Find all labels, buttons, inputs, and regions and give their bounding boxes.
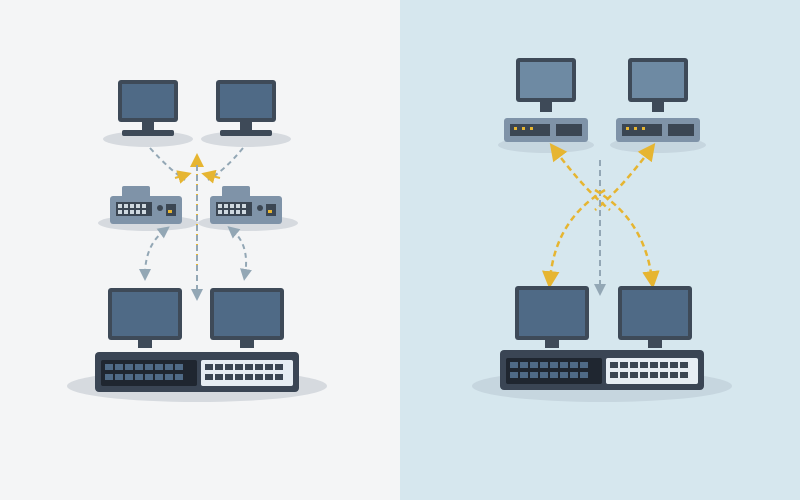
desktop-monitor-icon [628, 58, 688, 112]
network-switch-icon [500, 350, 704, 390]
desktop-monitor-icon [216, 80, 276, 136]
left-diagram-svg [0, 0, 400, 500]
router-device-icon [210, 186, 282, 224]
link-gray [139, 226, 170, 281]
desktop-monitor-icon [108, 288, 182, 348]
router-device-icon [504, 118, 588, 142]
link-yellow [201, 169, 221, 184]
router-device-icon [616, 118, 700, 142]
desktop-monitor-icon [210, 288, 284, 348]
link-yellow [542, 188, 606, 289]
desktop-monitor-icon [118, 80, 178, 136]
desktop-monitor-icon [515, 286, 589, 348]
link-gray [227, 226, 252, 281]
link-yellow [174, 170, 192, 184]
link-yellow [549, 143, 611, 211]
left-panel [0, 0, 400, 500]
left-background [0, 0, 400, 500]
desktop-monitor-icon [618, 286, 692, 348]
link-gray [207, 147, 244, 181]
link-yellow [594, 188, 660, 289]
desktop-monitor-icon [516, 58, 576, 112]
router-device-icon [110, 186, 182, 224]
link-gray [149, 147, 186, 181]
network-switch-icon [95, 352, 299, 392]
right-panel [400, 0, 800, 500]
right-diagram-svg [400, 0, 800, 500]
